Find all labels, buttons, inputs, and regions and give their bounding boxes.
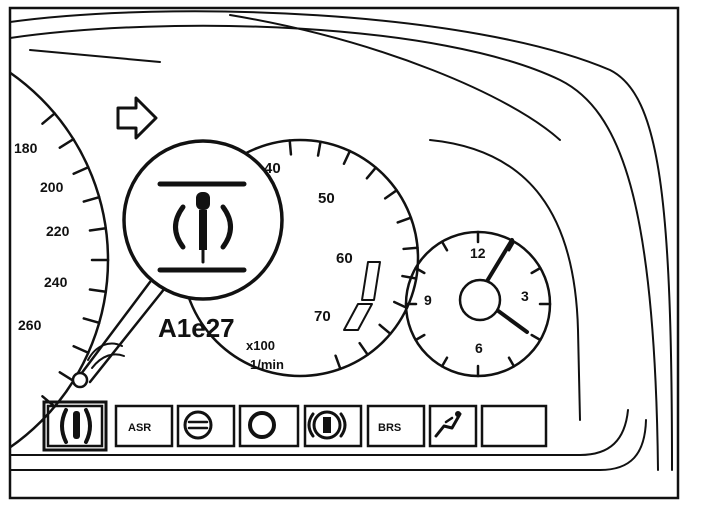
seat-indicator-light (428, 404, 478, 448)
dashboard-line-upper (229, 14, 561, 141)
speedometer-ticks (41, 112, 110, 408)
ring-indicator-light (238, 404, 300, 448)
figure-label: A1e27 (158, 313, 235, 343)
tachometer-tick-7 (401, 274, 418, 280)
clock-label-12: 12 (470, 245, 486, 261)
speedometer-tick-2 (72, 166, 90, 176)
blank-indicator-slot (480, 404, 548, 448)
speedometer-tick-6 (88, 288, 108, 293)
tachometer-redline-box-2 (343, 303, 373, 331)
speedometer-tick-7 (82, 317, 101, 325)
callout-leader-2 (88, 286, 167, 384)
dashboard-bezel-right (429, 139, 581, 421)
tachometer-tick-0 (288, 139, 293, 156)
analog-clock: 12 3 6 9 (404, 230, 552, 378)
dashboard-line-lower (10, 409, 629, 456)
clock-tick-5 (414, 333, 426, 342)
clock-tick-8 (440, 240, 449, 252)
callout-anchor-icon (71, 371, 89, 389)
clock-label-9: 9 (424, 292, 432, 308)
speedometer-tick-4 (88, 227, 108, 232)
speedometer-tick-0 (41, 112, 56, 125)
magnified-warning-callout (122, 139, 284, 301)
direction-arrow-icon (116, 96, 158, 140)
ring-icon (248, 411, 276, 439)
speedometer-tick-1 (58, 137, 75, 149)
brake-pad-icon (307, 410, 347, 440)
clock-tick-4 (440, 356, 449, 368)
tachometer-tick-1 (316, 140, 322, 157)
speedometer-tick-3 (82, 195, 101, 203)
indicator-highlight-frame (42, 400, 108, 452)
rpm-unit: 1/min (250, 357, 284, 372)
clock-ticks (404, 230, 552, 378)
tachometer-tick-3 (365, 166, 378, 180)
rpm-label-70: 70 (314, 308, 331, 325)
outer-frame (8, 6, 680, 500)
dashboard-line-bottom (10, 419, 647, 471)
brake-circle-icon (183, 410, 213, 440)
brake-indicator-light (176, 404, 236, 448)
tachometer: 40 50 60 70 x100 1/min (180, 138, 420, 378)
rpm-multiplier: x100 (246, 338, 275, 353)
clock-tick-2 (507, 356, 516, 368)
speed-label-220: 220 (46, 223, 70, 239)
callout-hand-icon (87, 342, 125, 369)
suspension-icon (60, 408, 92, 444)
clock-tick-10 (507, 240, 516, 252)
tachometer-tick-5 (396, 216, 413, 224)
tachometer-redline-box-1 (361, 261, 381, 301)
speed-label-240: 240 (44, 274, 68, 290)
clock-label-6: 6 (475, 340, 483, 356)
asr-indicator-label: ASR (128, 422, 151, 434)
clock-label-3: 3 (521, 288, 529, 304)
suspension-icon (173, 192, 233, 264)
speedometer: 180 200 220 240 260 (10, 71, 110, 449)
brs-indicator-light (366, 404, 426, 448)
tachometer-tick-11 (334, 354, 342, 371)
rpm-label-50: 50 (318, 190, 335, 207)
speedometer-tick-9 (58, 371, 75, 383)
speedometer-tick-8 (72, 344, 90, 354)
brs-indicator-label: BRS (378, 422, 401, 434)
dashboard-outline-inner (10, 24, 659, 471)
tachometer-tick-10 (358, 341, 369, 356)
callout-leader-1 (76, 280, 152, 380)
tachometer-tick-9 (378, 323, 392, 336)
seat-icon (434, 411, 462, 438)
clock-tick-7 (414, 266, 426, 275)
tachometer-tick-6 (402, 246, 419, 251)
tachometer-tick-4 (383, 189, 398, 200)
asr-indicator-light (114, 404, 174, 448)
tachometer-ticks (288, 139, 419, 371)
tachometer-tick-2 (342, 149, 352, 165)
clock-tick-1 (530, 333, 542, 342)
indicator-panel: ASR BRS (42, 400, 548, 452)
dashboard-outline-outer (10, 10, 673, 471)
clock-tick-11 (530, 266, 542, 275)
speed-label-260: 260 (18, 317, 42, 333)
clock-hub (458, 278, 502, 322)
indicator-slots (46, 404, 548, 448)
dashboard-line-short (29, 49, 161, 63)
rpm-label-60: 60 (336, 250, 353, 267)
speed-label-200: 200 (40, 179, 64, 195)
brake-pad-indicator-light (303, 404, 363, 448)
speed-label-180: 180 (14, 140, 38, 156)
suspension-warning-light (46, 404, 104, 448)
